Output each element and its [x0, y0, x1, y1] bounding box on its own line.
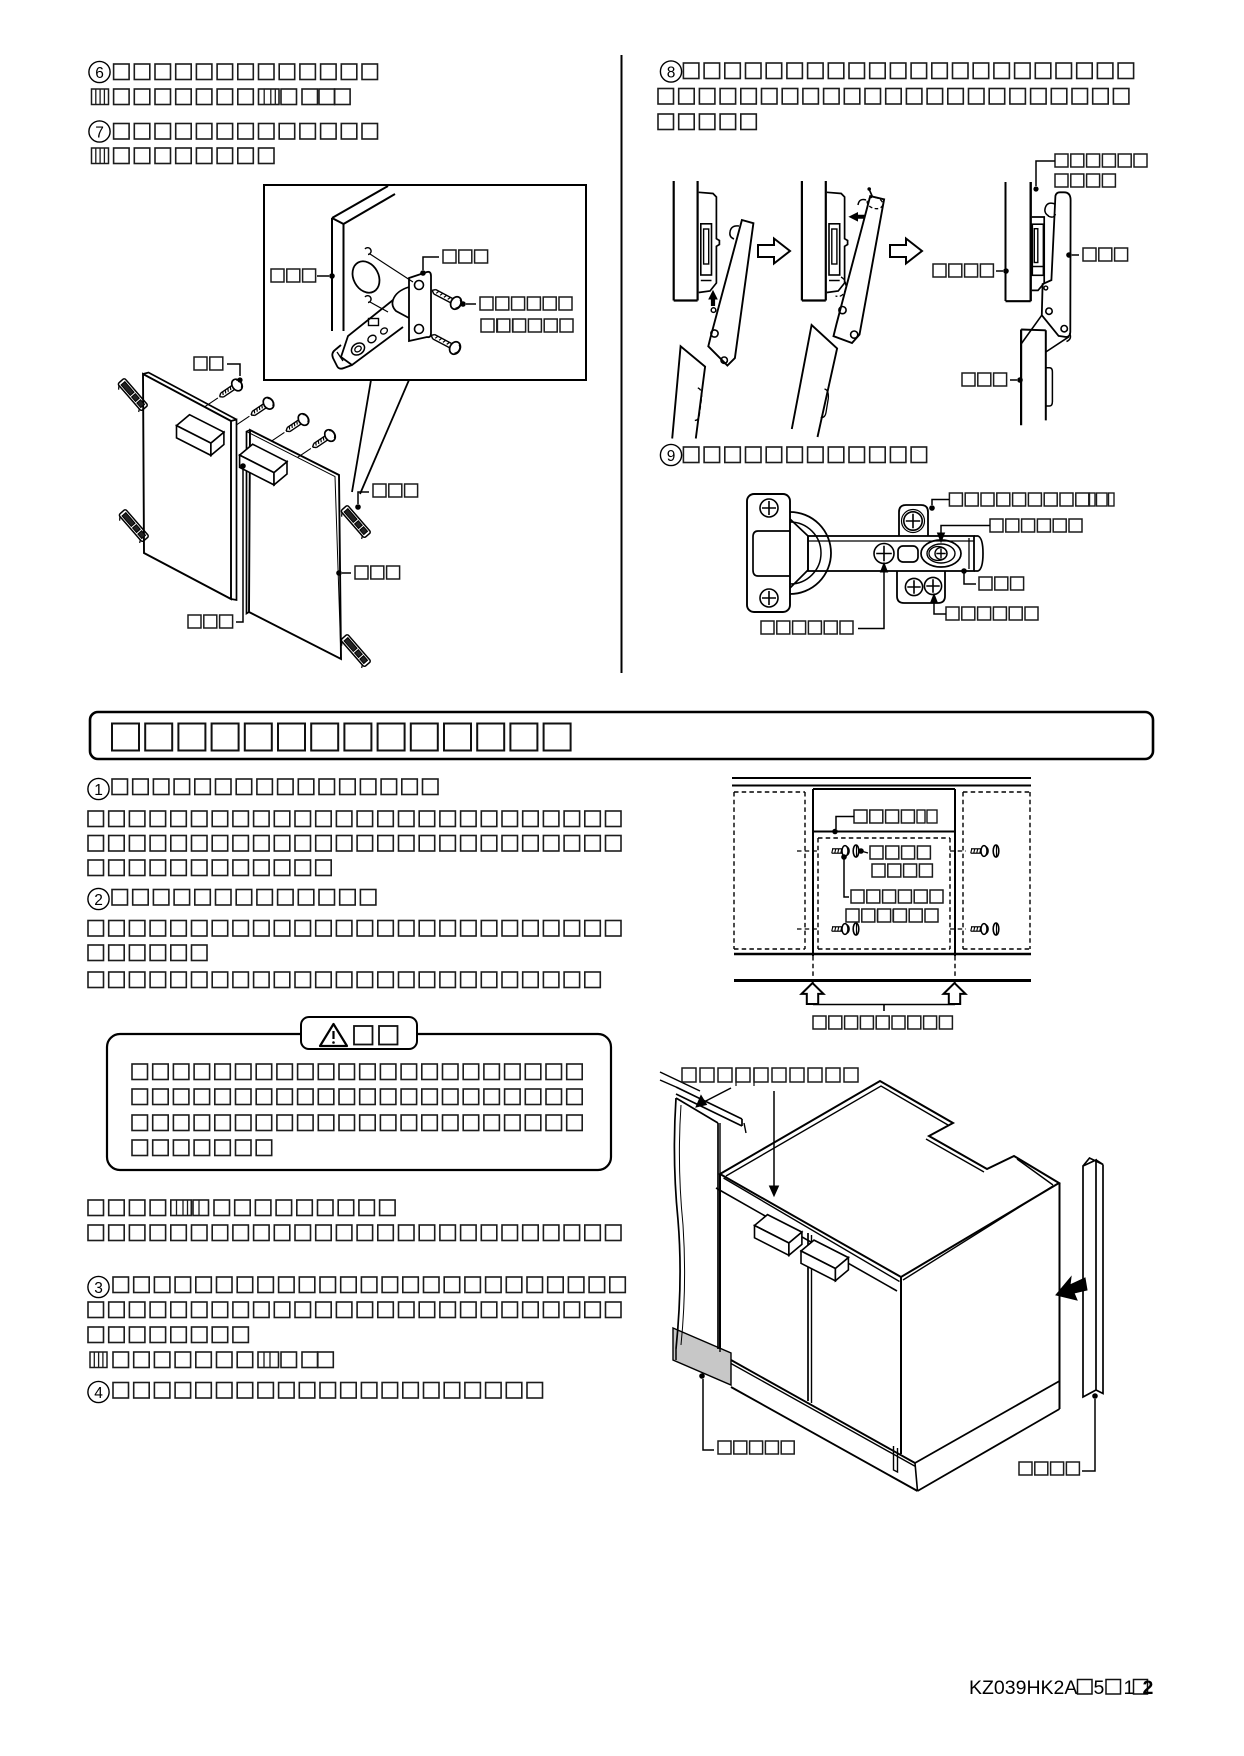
svg-text:6: 6 — [95, 65, 104, 82]
svg-text:5: 5 — [1094, 1677, 1105, 1699]
svg-text:2: 2 — [1143, 1677, 1154, 1699]
svg-text:KZ039HK2A: KZ039HK2A — [969, 1677, 1077, 1699]
svg-text:8: 8 — [667, 64, 676, 81]
svg-text:9: 9 — [667, 448, 676, 465]
svg-text:2: 2 — [94, 892, 103, 909]
svg-text:1: 1 — [1124, 1677, 1135, 1699]
svg-text:4: 4 — [94, 1385, 103, 1402]
svg-text:1: 1 — [94, 782, 103, 799]
svg-text:7: 7 — [95, 124, 104, 141]
svg-text:3: 3 — [94, 1280, 103, 1297]
